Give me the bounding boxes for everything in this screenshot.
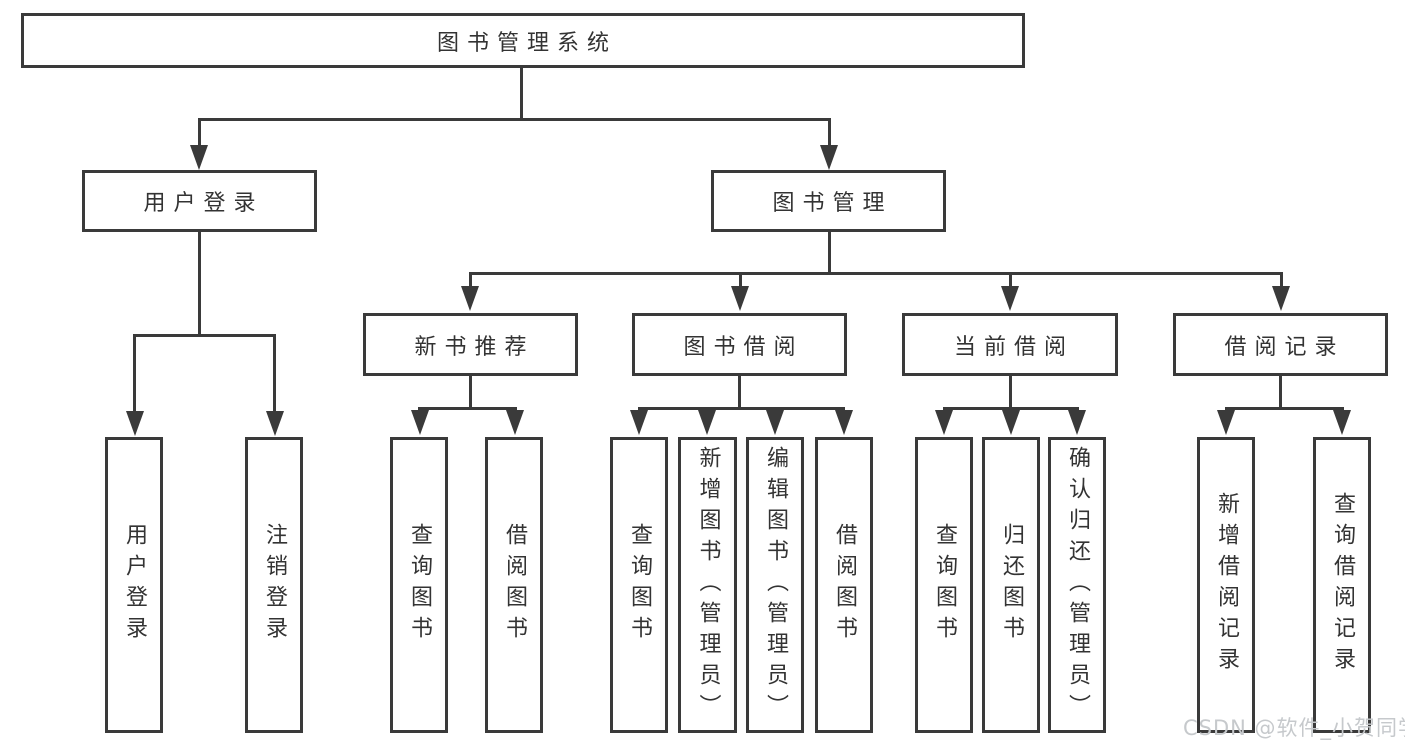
arrowhead-to-leaf-user-login xyxy=(126,411,144,436)
connector-borrow-records-split xyxy=(1225,407,1343,410)
leaf-records-add: 新增借阅记录 xyxy=(1197,437,1255,733)
arrowhead-to-leaf-bb-borrow xyxy=(835,410,853,435)
leaf-bookborrow-borrow: 借阅图书 xyxy=(815,437,873,733)
arrowhead-to-leaf-cb-confirm xyxy=(1068,410,1086,435)
connector-new-books-stem xyxy=(469,376,472,407)
connector-management-split xyxy=(469,272,1283,275)
node-borrow-records: 借阅记录 xyxy=(1173,313,1388,376)
connector-to-login xyxy=(198,118,201,150)
arrowhead-to-leaf-br-add xyxy=(1217,410,1235,435)
connector-to-management xyxy=(828,118,831,150)
leaf-current-return: 归还图书 xyxy=(982,437,1040,733)
leaf-records-query: 查询借阅记录 xyxy=(1313,437,1371,733)
node-root: 图书管理系统 xyxy=(21,13,1025,68)
arrowhead-to-leaf-cb-return xyxy=(1002,410,1020,435)
leaf-bookborrow-add-admin: 新增图书（管理员） xyxy=(678,437,737,733)
connector-root-stem xyxy=(520,68,523,118)
arrowhead-to-leaf-nb-query xyxy=(411,410,429,435)
arrowhead-to-leaf-nb-borrow xyxy=(506,410,524,435)
connector-to-leaf-logout xyxy=(273,334,276,418)
connector-borrow-records-stem xyxy=(1279,376,1282,407)
arrowhead-to-leaf-logout xyxy=(266,411,284,436)
arrowhead-to-book-borrow xyxy=(731,286,749,311)
connector-login-stem xyxy=(198,232,201,334)
connector-management-stem xyxy=(828,232,831,272)
arrowhead-to-leaf-br-query xyxy=(1333,410,1351,435)
arrowhead-to-leaf-bb-edit xyxy=(766,410,784,435)
leaf-current-confirm-admin: 确认归还（管理员） xyxy=(1048,437,1106,733)
node-book-management: 图书管理 xyxy=(711,170,946,232)
arrowhead-to-login xyxy=(190,145,208,170)
arrowhead-to-leaf-bb-query xyxy=(630,410,648,435)
node-book-borrow: 图书借阅 xyxy=(632,313,847,376)
connector-to-leaf-user-login xyxy=(133,334,136,418)
connector-to-new-books xyxy=(469,272,472,290)
node-new-books: 新书推荐 xyxy=(363,313,578,376)
leaf-current-query: 查询图书 xyxy=(915,437,973,733)
leaf-bookborrow-query: 查询图书 xyxy=(610,437,668,733)
leaf-bookborrow-edit-admin: 编辑图书（管理员） xyxy=(746,437,804,733)
leaf-user-login: 用户登录 xyxy=(105,437,163,733)
connector-to-current-borrow xyxy=(1009,272,1012,290)
connector-book-borrow-split xyxy=(638,407,845,410)
connector-to-borrow-records xyxy=(1280,272,1283,290)
csdn-watermark: CSDN @软件_小贺同学 xyxy=(1183,716,1405,740)
connector-new-books-split xyxy=(418,407,517,410)
arrowhead-to-current-borrow xyxy=(1001,286,1019,311)
arrowhead-to-management xyxy=(820,145,838,170)
arrowhead-to-leaf-bb-add xyxy=(698,410,716,435)
connector-book-borrow-stem xyxy=(738,376,741,407)
connector-current-borrow-stem xyxy=(1009,376,1012,407)
node-user-login: 用户登录 xyxy=(82,170,317,232)
arrowhead-to-new-books xyxy=(461,286,479,311)
connector-root-split xyxy=(198,118,831,121)
node-current-borrow: 当前借阅 xyxy=(902,313,1118,376)
arrowhead-to-borrow-records xyxy=(1272,286,1290,311)
leaf-newbooks-query: 查询图书 xyxy=(390,437,448,733)
connector-to-book-borrow xyxy=(739,272,742,290)
leaf-logout: 注销登录 xyxy=(245,437,303,733)
connector-login-split xyxy=(133,334,276,337)
arrowhead-to-leaf-cb-query xyxy=(935,410,953,435)
leaf-newbooks-borrow: 借阅图书 xyxy=(485,437,543,733)
